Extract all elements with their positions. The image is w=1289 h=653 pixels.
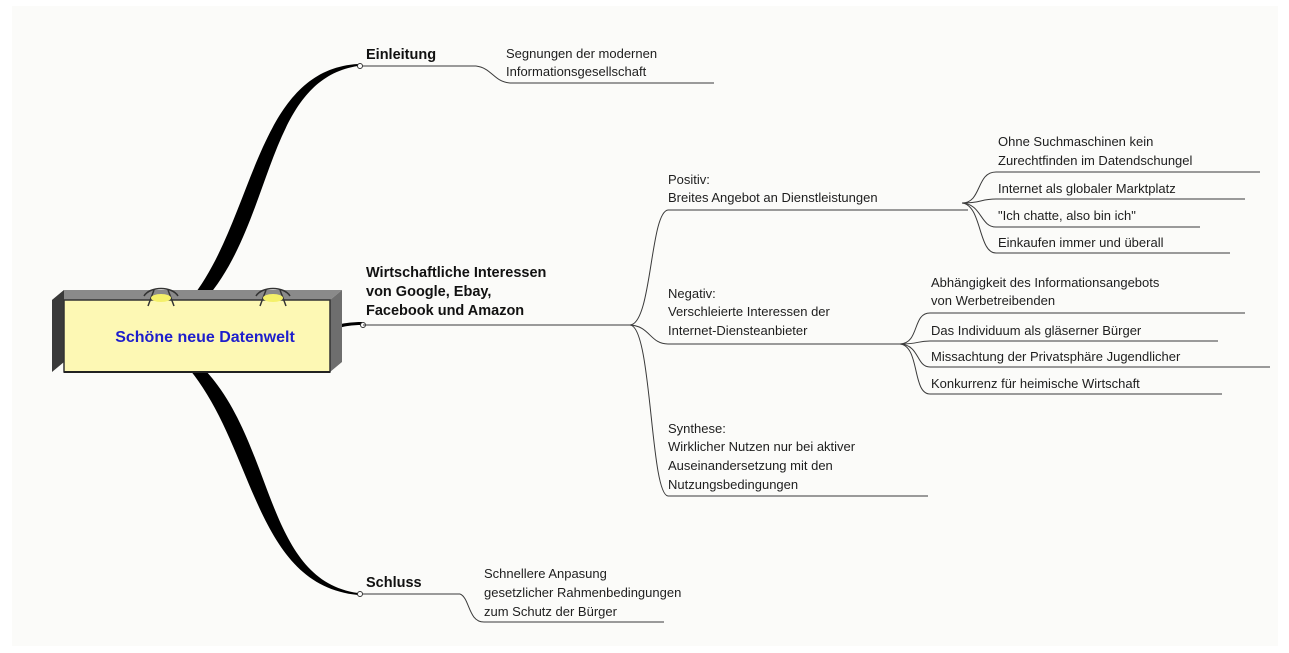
- negativ-item[interactable]: Konkurrenz für heimische Wirtschaft: [931, 376, 1140, 391]
- positiv-item-line: Zurechtfinden im Datendschungel: [998, 153, 1193, 168]
- positiv-line: Breites Angebot an Dienstleistungen: [668, 190, 878, 205]
- positiv-item[interactable]: Einkaufen immer und überall: [998, 235, 1164, 250]
- topic-wirtschaft-line: von Google, Ebay,: [366, 284, 492, 300]
- topic-wirtschaft-line: Facebook und Amazon: [366, 303, 525, 319]
- center-node-box: [63, 299, 331, 373]
- branch-einleitung: [190, 64, 358, 300]
- spotlight-icon-left: [143, 287, 179, 307]
- negativ-line: Negativ:: [668, 286, 716, 301]
- positiv-item[interactable]: "Ich chatte, also bin ich": [998, 208, 1136, 223]
- negativ-item[interactable]: Missachtung der Privatsphäre Jugendliche…: [931, 349, 1181, 364]
- branch-schluss: [190, 370, 358, 595]
- positiv-line: Positiv:: [668, 172, 710, 187]
- einleitung-sub-line: Informationsgesellschaft: [506, 64, 647, 79]
- spotlight-icon-right: [255, 287, 291, 307]
- center-topic[interactable]: Schöne neue Datenwelt: [115, 329, 295, 346]
- negativ-line: Verschleierte Interessen der: [668, 304, 830, 319]
- schluss-sub-line: Schnellere Anpasung: [484, 566, 607, 581]
- synthese-line: Synthese:: [668, 421, 726, 436]
- topic-schluss[interactable]: Schluss: [366, 575, 422, 591]
- negativ-item-line: von Werbetreibenden: [931, 293, 1056, 308]
- branch-wirtschaft: [330, 322, 362, 330]
- negativ-item-line: Abhängigkeit des Informationsangebots: [931, 275, 1160, 290]
- schluss-sub-line: zum Schutz der Bürger: [484, 604, 617, 619]
- synthese-line: Auseinandersetzung mit den: [668, 458, 833, 473]
- positiv-item-line: Ohne Suchmaschinen kein: [998, 134, 1154, 149]
- positiv-item[interactable]: Internet als globaler Marktplatz: [998, 181, 1176, 196]
- topic-wirtschaft-line: Wirtschaftliche Interessen: [366, 265, 547, 281]
- topic-einleitung[interactable]: Einleitung: [366, 47, 437, 63]
- synthese-line: Nutzungsbedingungen: [668, 477, 799, 492]
- negativ-item[interactable]: Das Individuum als gläserner Bürger: [931, 323, 1142, 338]
- negativ-line: Internet-Diensteanbieter: [668, 323, 808, 338]
- synthese-line: Wirklicher Nutzen nur bei aktiver: [668, 439, 856, 454]
- einleitung-sub-line: Segnungen der modernen: [506, 46, 658, 61]
- schluss-sub-line: gesetzlicher Rahmenbedingungen: [484, 585, 682, 600]
